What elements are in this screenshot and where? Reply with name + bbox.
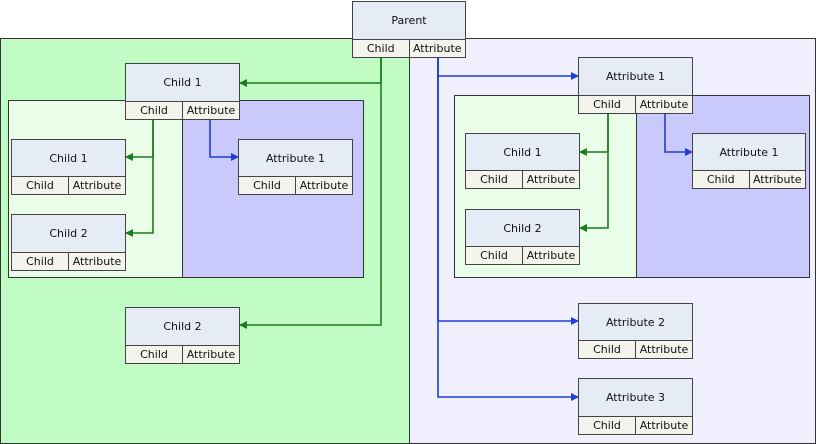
child-slot: Child (692, 170, 750, 189)
attribute-slot: Attribute (183, 345, 240, 364)
attribute-slot: Attribute (69, 176, 126, 195)
node-title: Attribute 1 (605, 70, 666, 83)
child-slot: Child (465, 170, 523, 189)
child-slot: Child (11, 252, 69, 271)
attribute-slot: Attribute (636, 95, 693, 114)
node-title: Child 2 (163, 320, 202, 333)
attribute-slot: Attribute (636, 340, 693, 359)
attribute-slot: Attribute (409, 39, 466, 58)
attribute-slot: Attribute (636, 416, 693, 435)
attribute-slot: Attribute (69, 252, 126, 271)
child-slot: Child (352, 39, 410, 58)
node-title: Child 1 (49, 151, 88, 165)
node-title: Attribute 1 (719, 145, 779, 159)
node-title: Child 2 (49, 227, 88, 240)
child-slot: Child (11, 176, 69, 195)
child-slot: Child (578, 340, 636, 359)
child-slot: Child (465, 246, 523, 265)
attribute-slot: Attribute (749, 170, 806, 189)
node-title: Child 2 (503, 221, 542, 235)
node-title: Attribute 1 (265, 151, 326, 165)
attribute-slot: Attribute (523, 170, 580, 189)
node-title: Attribute 2 (605, 315, 666, 329)
child-slot: Child (125, 345, 183, 364)
node-title: Child 1 (163, 76, 202, 89)
node-title: Attribute 3 (605, 391, 666, 404)
node-title: Parent (391, 14, 427, 27)
attribute-slot: Attribute (523, 246, 580, 265)
child-slot: Child (578, 95, 636, 114)
attribute-slot: Attribute (183, 101, 240, 120)
attribute-slot: Attribute (296, 176, 353, 195)
child-slot: Child (578, 416, 636, 435)
node-title: Child 1 (503, 145, 542, 159)
child-slot: Child (238, 176, 296, 195)
child-slot: Child (125, 101, 183, 120)
